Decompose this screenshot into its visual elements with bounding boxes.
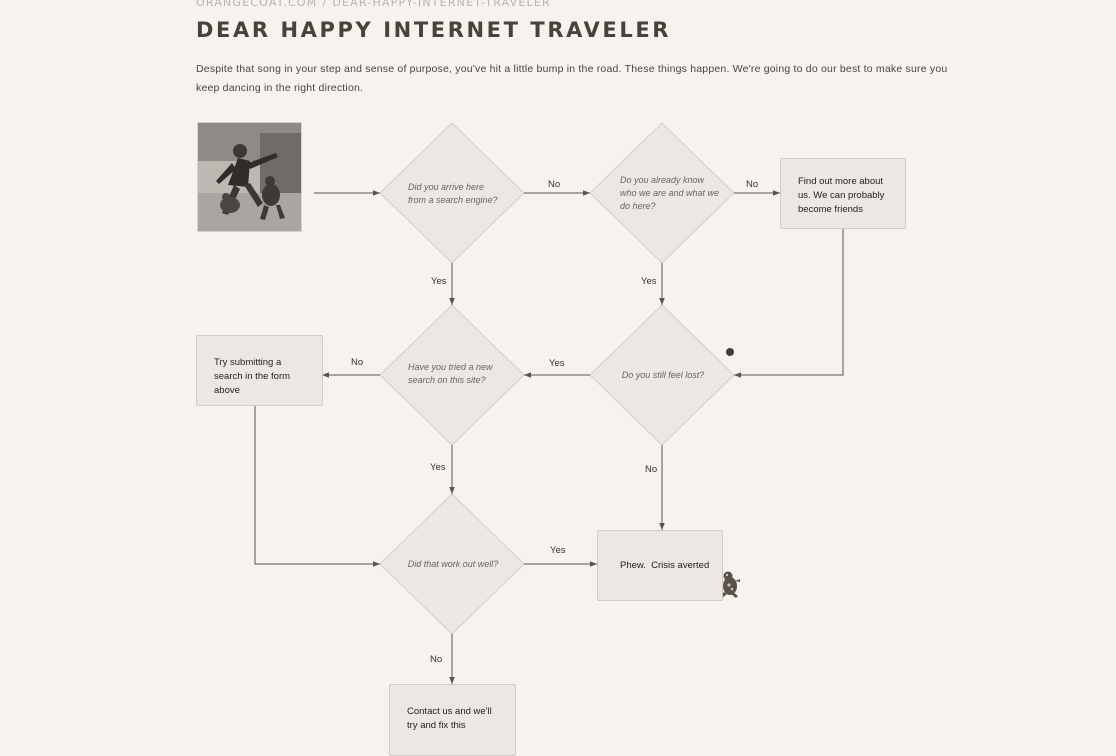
edge-label-yes: Yes (549, 358, 565, 369)
question-search-engine: Did you arrive here from a search engine… (408, 182, 498, 205)
outcome-find-out-more[interactable]: Find out more about us. We can probably … (780, 158, 906, 229)
edge-label-no: No (645, 464, 658, 475)
edge-label-yes: Yes (550, 545, 566, 556)
edge-label-yes: Yes (641, 276, 657, 287)
outcome-contact-us[interactable]: Contact us and we'll try and fix this (389, 684, 516, 756)
outcome-contact-us-text: Contact us and we'll try and fix this (407, 706, 492, 731)
dog-mascot-icon (719, 571, 740, 598)
edge-label-no: No (430, 654, 443, 665)
dancing-person-photo (197, 122, 302, 232)
question-work-out: Did that work out well? (407, 559, 499, 569)
intro-text: Despite that song in your step and sense… (196, 63, 948, 94)
connector-try-search-to-work-out (254, 405, 380, 567)
edge-label-no: No (746, 179, 759, 190)
breadcrumb: ORANGECOAT.COM / DEAR-HAPPY-INTERNET-TRAVE… (196, 0, 551, 9)
outcome-try-search[interactable]: Try submitting a search in the form abov… (196, 335, 323, 406)
question-new-search: Have you tried a new search on this site… (408, 362, 493, 385)
breadcrumb-separator: / (322, 0, 328, 9)
breadcrumb-home-link[interactable]: ORANGECOAT.COM (196, 0, 318, 9)
dancing-person-with-dog-photo (198, 123, 301, 231)
edge-label-yes: Yes (431, 276, 447, 287)
dot-marker (726, 348, 734, 356)
edge-label-no: No (548, 179, 561, 190)
question-know-us: Do you already know who we are and what … (620, 175, 720, 211)
outcome-try-search-text: Try submitting a search in the form abov… (214, 357, 291, 396)
edge-label-yes: Yes (430, 462, 446, 473)
outcome-find-out-more-text: Find out more about us. We can probably … (798, 176, 885, 215)
outcome-crisis-averted-text: Phew. Crisis averted (620, 560, 710, 571)
breadcrumb-current: DEAR-HAPPY-INTERNET-TRAVELER (332, 0, 551, 9)
outcome-crisis-averted: Phew. Crisis averted (597, 530, 723, 601)
connector-find-out-to-still-lost (734, 228, 844, 378)
edge-label-no: No (351, 357, 364, 368)
page-title: DEAR HAPPY INTERNET TRAVELER (196, 18, 672, 42)
question-still-lost: Do you still feel lost? (621, 370, 705, 380)
